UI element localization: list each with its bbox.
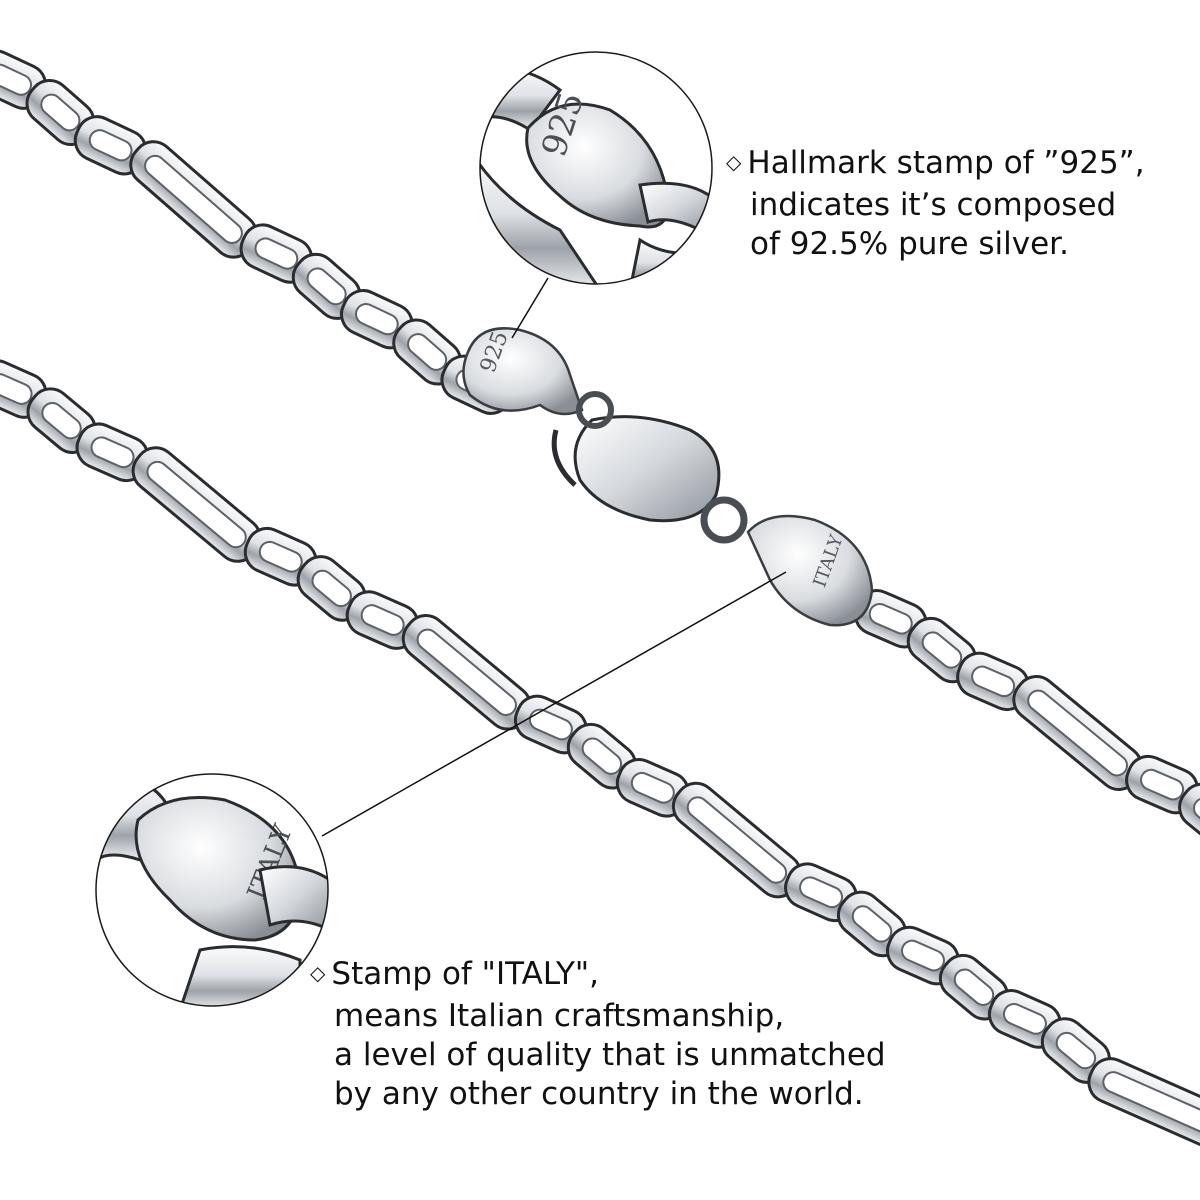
magnifier-italy-detail: ITALY [95, 773, 329, 1007]
italy-caption-text-1: Stamp of "ITALY", [331, 956, 600, 992]
short-chain-link [73, 115, 148, 176]
short-chain-link [987, 989, 1062, 1049]
short-chain-link [392, 318, 462, 386]
short-chain-link [784, 862, 858, 923]
diamond-bullet-icon: ◇ [726, 150, 742, 174]
hallmark-caption: ◇Hallmark stamp of ”925”, indicates it’s… [726, 144, 1145, 264]
short-chain-link [75, 422, 150, 483]
hallmark-caption-line-2: indicates it’s composed [750, 187, 1117, 223]
hallmark-925-tag: 925 [462, 327, 584, 416]
lower-chain-strand [0, 359, 1200, 1149]
short-chain-link [296, 555, 367, 622]
long-chain-link [129, 140, 258, 259]
short-chain-link [243, 526, 318, 587]
italy-caption-line-1: ◇Stamp of "ITALY", [310, 955, 886, 997]
short-chain-link [345, 590, 420, 650]
italy-caption-line-3: a level of quality that is unmatched [334, 1037, 886, 1073]
italy-caption: ◇Stamp of "ITALY", means Italian craftsm… [310, 955, 886, 1114]
hallmark-caption-text-1: Hallmark stamp of ”925”, [747, 145, 1145, 181]
long-chain-link [1087, 1057, 1200, 1149]
diamond-bullet-icon: ◇ [310, 961, 326, 985]
hallmark-caption-line-3: of 92.5% pure silver. [750, 226, 1069, 262]
italy-stamp-tag: ITALY [746, 514, 874, 627]
short-chain-link [836, 890, 908, 958]
short-chain-link [513, 694, 588, 755]
long-chain-link [401, 614, 532, 731]
short-chain-link [1125, 754, 1200, 815]
short-chain-link [1178, 782, 1200, 850]
upper-chain-strand [0, 49, 1200, 850]
lobster-clasp [551, 391, 748, 544]
italy-caption-line-2: means Italian craftsmanship, [334, 998, 785, 1034]
leader-line-925 [511, 277, 549, 339]
leader-line-italy [321, 571, 787, 837]
short-chain-link [26, 387, 97, 454]
hallmark-caption-line-1: ◇Hallmark stamp of ”925”, [726, 144, 1145, 186]
short-chain-link [886, 925, 960, 986]
long-chain-link [131, 446, 262, 563]
short-chain-link [956, 651, 1031, 712]
italy-caption-line-4: by any other country in the world. [334, 1076, 864, 1112]
magnifier-925-detail: 925 [479, 51, 713, 285]
